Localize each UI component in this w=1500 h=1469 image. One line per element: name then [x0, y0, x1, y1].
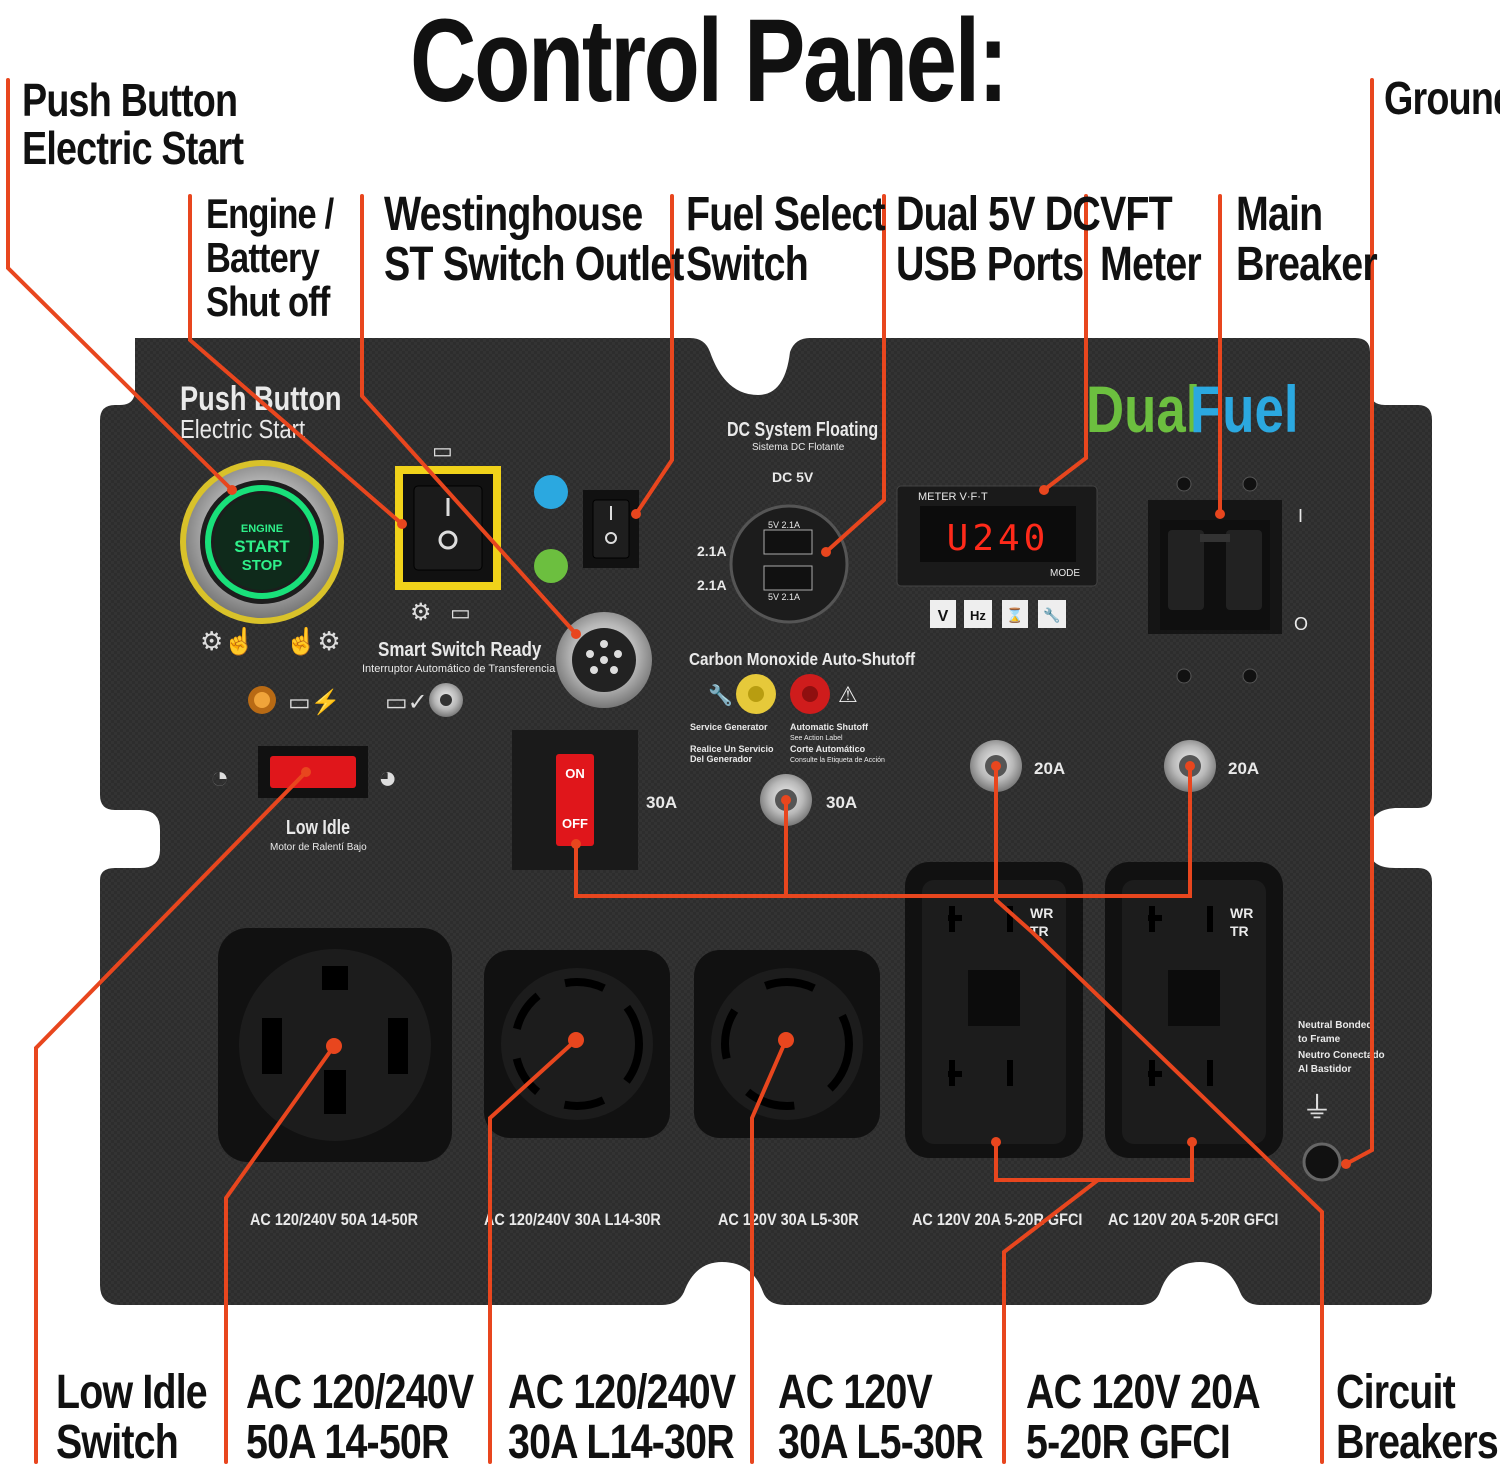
svg-text:ENGINE: ENGINE [241, 523, 283, 535]
meter-label: METER V·F·T [918, 491, 988, 503]
svg-text:5V 2.1A: 5V 2.1A [768, 592, 800, 602]
svg-text:Neutral Bonded: Neutral Bonded [1298, 1020, 1372, 1031]
meter-button-v[interactable] [930, 600, 956, 628]
svg-text:Hz: Hz [970, 608, 986, 623]
outlet-label-3: AC 120V 30A L5-30R [718, 1211, 859, 1229]
svg-text:to Frame: to Frame [1298, 1034, 1341, 1045]
breaker-rating-1: 30A [646, 793, 677, 812]
co-warning-icon: ⚠ [838, 682, 858, 707]
battery-icon: ▭ [432, 438, 453, 463]
smart-switch-sublabel: Interruptor Automático de Transferencia [362, 663, 556, 675]
low-idle-label: Low Idle [286, 816, 350, 838]
propane-icon [534, 475, 568, 509]
breaker-rating-3: 20A [1034, 759, 1065, 778]
battery-charge-icon: ▭⚡ [288, 688, 341, 716]
usb-rating-2: 2.1A [697, 577, 727, 593]
svg-text:See Action Label: See Action Label [790, 735, 843, 742]
svg-text:OFF: OFF [562, 816, 588, 831]
svg-text:ON: ON [565, 766, 585, 781]
callout-ground: Ground [1384, 72, 1500, 124]
svg-text:Neutro Conectado: Neutro Conectado [1298, 1050, 1385, 1061]
low-idle-sublabel: Motor de Ralentí Bajo [270, 842, 367, 853]
gasoline-icon [534, 549, 568, 583]
co-title: Carbon Monoxide Auto-Shutoff [689, 649, 916, 669]
outlet-label-5: AC 120V 20A 5-20R GFCI [1108, 1211, 1278, 1229]
engine-icon: ⚙ [410, 599, 432, 626]
svg-text:Consulte la Etiqueta de Acción: Consulte la Etiqueta de Acción [790, 757, 885, 764]
fuel-select-switch[interactable] [592, 499, 630, 559]
battery-check-icon: ▭✓ [385, 689, 428, 716]
smart-switch-label: Smart Switch Ready [378, 638, 542, 661]
svg-text:WR: WR [1030, 905, 1053, 921]
svg-text:Del Generador: Del Generador [690, 754, 753, 764]
ground-symbol-icon: ⏚ [1302, 1092, 1332, 1125]
dc-5v-label: DC 5V [772, 469, 814, 485]
page-title: Control Panel: [410, 0, 1009, 127]
hourglass-icon: ⌛ [1006, 607, 1023, 624]
dc-system-label: DC System Floating [727, 418, 878, 440]
svg-text:5V 2.1A: 5V 2.1A [768, 520, 800, 530]
key-icon: ⚙☝ [200, 625, 256, 657]
svg-text:TR: TR [1230, 923, 1249, 939]
wrench-icon: 🔧 [1043, 606, 1060, 624]
svg-text:START: START [234, 537, 290, 556]
svg-text:STOP: STOP [242, 557, 283, 574]
svg-text:WR: WR [1230, 905, 1253, 921]
brand-dual: Dual [1086, 372, 1200, 446]
high-speed-gauge-icon: ◕ [378, 759, 397, 795]
outlet-label-2: AC 120/240V 30A L14-30R [484, 1211, 661, 1229]
svg-text:O: O [1294, 614, 1308, 634]
breaker-30a-rocker[interactable] [556, 754, 594, 846]
svg-text:Corte Automático: Corte Automático [790, 744, 866, 754]
push-button-label-2: Electric Start [180, 415, 305, 444]
usb-rating-1: 2.1A [697, 543, 727, 559]
meter-button-service[interactable] [1038, 600, 1066, 628]
start-stop-button[interactable]: ENGINE START STOP [234, 523, 290, 574]
low-idle-switch[interactable] [270, 756, 356, 788]
meter-button-hz[interactable] [964, 600, 992, 628]
low-speed-gauge-icon: ◔ [210, 759, 229, 795]
ground-terminal[interactable] [1302, 1142, 1342, 1182]
usb-port-2[interactable] [763, 565, 813, 591]
push-button-label-1: Push Button [180, 379, 342, 418]
hand-icon: ☝⚙ [285, 625, 341, 657]
svg-text:I: I [1298, 506, 1303, 526]
battery-icon-2: ▭ [450, 600, 471, 625]
svg-text:Service Generator: Service Generator [690, 722, 768, 732]
brand-fuel: Fuel [1190, 372, 1299, 446]
svg-text:Automatic Shutoff: Automatic Shutoff [790, 722, 869, 732]
leader-lines [6, 78, 1374, 1464]
meter-reading: U240 [947, 518, 1050, 559]
usb-port-1[interactable] [763, 529, 813, 555]
svg-text:Al Bastidor: Al Bastidor [1298, 1064, 1351, 1075]
meter-mode: MODE [1050, 568, 1080, 579]
breaker-rating-2: 30A [826, 793, 857, 812]
svg-text:Realice Un Servicio: Realice Un Servicio [690, 744, 774, 754]
meter-button-timer[interactable] [1002, 600, 1028, 628]
dc-system-sublabel: Sistema DC Flotante [752, 442, 845, 453]
outlet-label-1: AC 120/240V 50A 14-50R [250, 1211, 419, 1229]
svg-text:V: V [938, 608, 949, 625]
service-wrench-icon: 🔧 [708, 683, 733, 707]
breaker-rating-4: 20A [1228, 759, 1259, 778]
